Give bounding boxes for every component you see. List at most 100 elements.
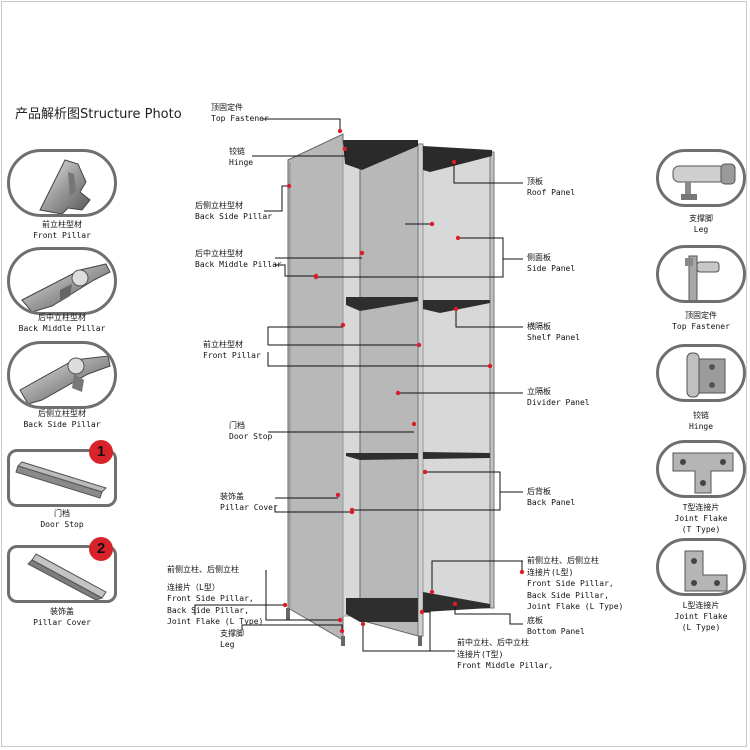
lower-shelf-left	[346, 453, 418, 460]
leader-line	[262, 118, 341, 131]
left-door	[287, 133, 344, 641]
leader-line	[275, 264, 316, 277]
callout-marker-dot	[339, 628, 345, 634]
back-middle-pillar-profile-icon	[21, 263, 111, 312]
callout-marker-dot	[411, 421, 417, 427]
center-pillar	[417, 143, 424, 637]
leg-icon	[672, 163, 736, 200]
t-joint-flake-icon	[672, 452, 734, 494]
leader-line	[352, 492, 501, 511]
callout-marker-dot	[337, 617, 343, 623]
callout-marker-dot	[360, 621, 366, 627]
pillar-cover-badge: 2	[89, 537, 113, 561]
leader-line	[455, 309, 523, 328]
leader-line	[241, 624, 343, 631]
leader-line	[362, 624, 455, 652]
leader-line	[425, 471, 523, 493]
door-stop-profile-icon	[15, 461, 107, 499]
leader-line	[453, 162, 523, 184]
leader-line	[316, 259, 504, 278]
right-side-panel	[489, 151, 495, 609]
t-joint-flake-thumbnail	[656, 440, 746, 498]
leader-line	[194, 604, 285, 615]
callout-marker-dot	[452, 601, 458, 607]
leg-left	[286, 608, 290, 620]
shelf-panel-right	[423, 300, 490, 313]
hinge-icon	[686, 352, 726, 398]
front-pillar-profile-icon	[39, 159, 91, 214]
callout-marker-dot	[337, 128, 343, 134]
bottom-panel-right	[423, 592, 490, 612]
callout-marker-dot	[349, 507, 355, 513]
door-stop-badge: 1	[89, 440, 113, 464]
front-pillar-thumbnail	[7, 149, 117, 217]
callout-marker-dot	[419, 609, 425, 615]
roof-panel-left	[343, 140, 418, 170]
callout-marker-dot	[340, 322, 346, 328]
top-fastener-icon	[685, 255, 720, 300]
right-compartment-interior	[422, 151, 493, 609]
shelf-panel-left	[346, 297, 418, 311]
hinge-thumbnail	[656, 344, 746, 402]
leader-line	[267, 326, 343, 345]
roof-panel-right	[423, 146, 492, 172]
leader-line	[431, 560, 523, 592]
top-fastener-thumbnail	[656, 245, 746, 303]
callout-marker-dot	[342, 146, 348, 152]
callout-marker-dot	[451, 159, 457, 165]
lower-shelf-right	[423, 452, 490, 459]
callout-marker-dot	[282, 602, 288, 608]
callout-marker-dot	[359, 250, 365, 256]
callout-l-joint-left: 前侧立柱、后侧立柱连接片（L型） Front Side Pillar,Back …	[167, 565, 264, 626]
callout-marker-dot	[487, 363, 493, 369]
leader-line	[454, 604, 523, 625]
leg-right	[418, 636, 422, 646]
l-joint-flake-icon	[684, 550, 728, 592]
page-title: 产品解析图Structure Photo	[15, 107, 182, 122]
bottom-panel-left	[346, 598, 418, 622]
l-joint-flake-thumbnail	[656, 538, 746, 596]
callout-marker-dot	[416, 342, 422, 348]
callout-marker-dot	[335, 492, 341, 498]
leader-line	[264, 185, 289, 212]
leader-line	[458, 237, 523, 260]
middle-door	[359, 143, 419, 637]
leader-line	[267, 352, 490, 367]
callout-t-joint-bottom: 前中立柱、后中立柱连接片(T型)Front Middle Pillar,	[457, 638, 554, 670]
callout-marker-dot	[286, 183, 292, 189]
leader-line	[265, 570, 340, 621]
callout-marker-dot	[429, 221, 435, 227]
callout-marker-dot	[455, 235, 461, 241]
leader-line	[521, 560, 523, 572]
leg-middle	[341, 636, 345, 646]
callout-marker-dot	[422, 469, 428, 475]
leader-line	[422, 611, 455, 652]
leg-thumbnail	[656, 149, 746, 207]
back-middle-pillar-thumbnail	[7, 247, 117, 315]
callout-marker-dot	[519, 569, 525, 575]
callout-marker-dot	[429, 589, 435, 595]
